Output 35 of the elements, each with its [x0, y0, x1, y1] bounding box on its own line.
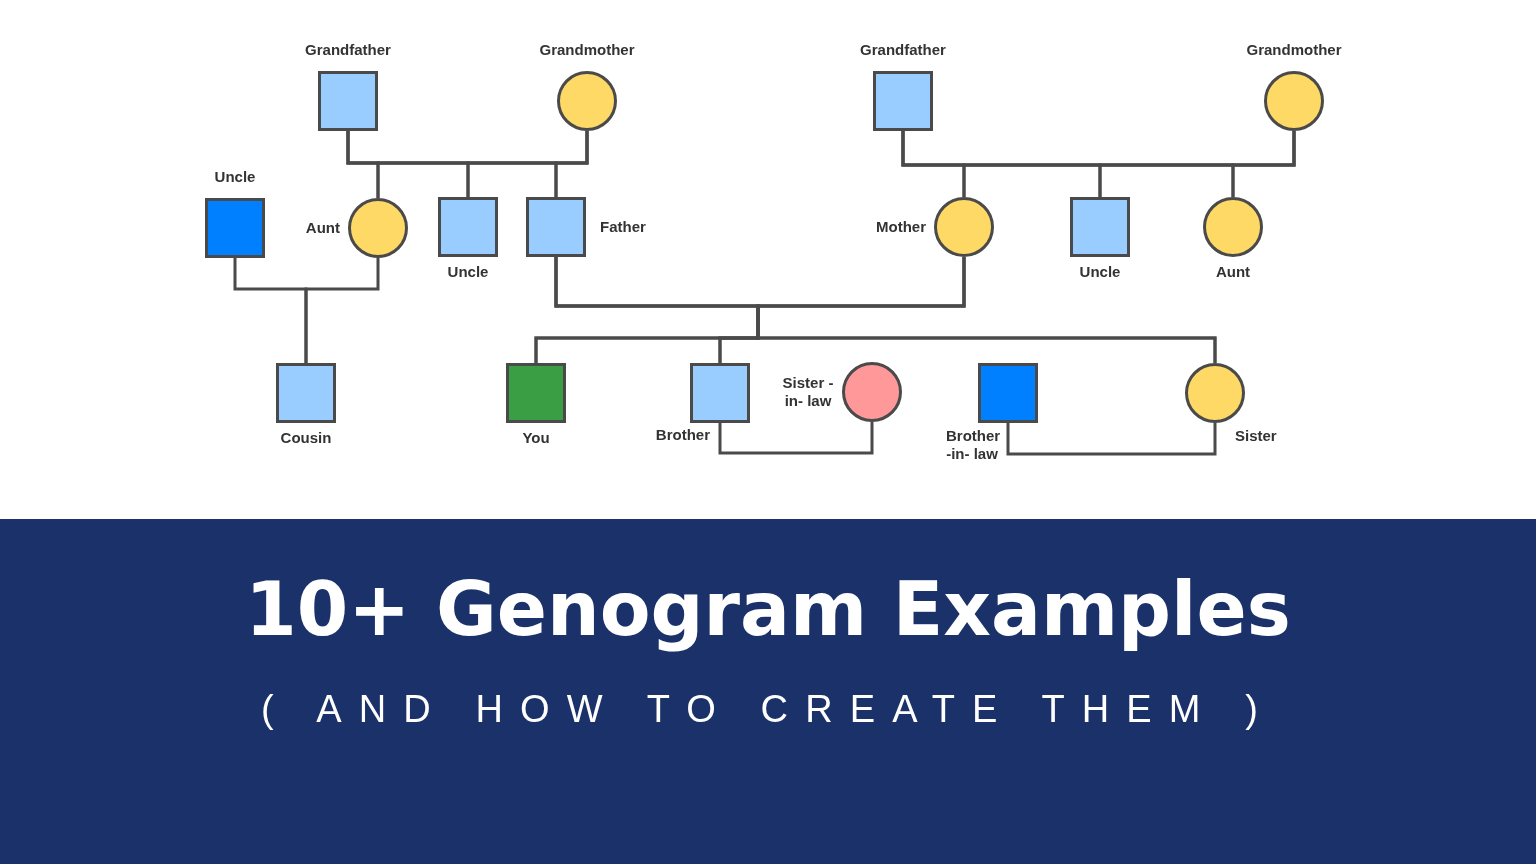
person-label: Sister	[1235, 427, 1277, 445]
male-square	[205, 198, 265, 258]
family-line	[304, 258, 380, 363]
family-line	[718, 422, 874, 455]
person-label: Grandfather	[860, 41, 946, 59]
male-square	[526, 197, 586, 257]
subtitle: ( AND HOW TO CREATE THEM )	[261, 687, 1275, 732]
family-line	[1231, 131, 1296, 197]
male-square	[318, 71, 378, 131]
family-line	[554, 131, 589, 197]
male-square	[438, 197, 498, 257]
title: 10+ Genogram Examples	[245, 565, 1291, 654]
male-square	[690, 363, 750, 423]
person-label: Grandmother	[1246, 41, 1342, 59]
person-label: Aunt	[1215, 263, 1251, 281]
male-square	[873, 71, 933, 131]
person-label: Father	[600, 218, 646, 236]
male-square	[978, 363, 1038, 423]
person-label: Brother -in- law	[946, 427, 998, 463]
person-label: Uncle	[447, 263, 489, 281]
person-label: Mother	[876, 218, 926, 236]
person-label: Uncle	[214, 168, 256, 186]
person-label: Uncle	[1079, 263, 1121, 281]
male-square	[1070, 197, 1130, 257]
person-label: Cousin	[280, 429, 332, 447]
family-line	[1006, 423, 1217, 456]
male-square	[276, 363, 336, 423]
person-label: You	[522, 429, 550, 447]
person-label: Grandfather	[305, 41, 391, 59]
person-label: Grandmother	[539, 41, 635, 59]
family-line	[756, 257, 1217, 363]
person-label: Sister -in- law	[782, 374, 834, 410]
male-square	[506, 363, 566, 423]
person-label: Aunt	[305, 219, 340, 237]
person-label: Brother	[655, 426, 710, 444]
